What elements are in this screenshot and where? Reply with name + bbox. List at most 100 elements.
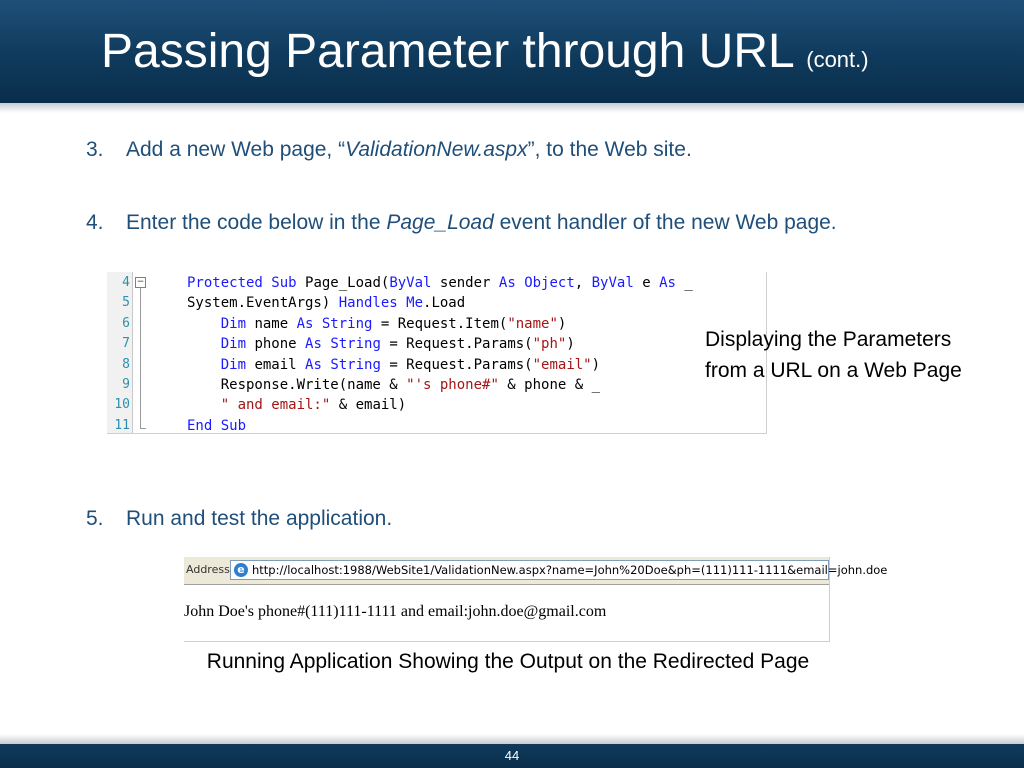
code-caption: Displaying the Parameters from a URL on … (705, 328, 962, 382)
code-token: ) (557, 315, 567, 332)
code-text: Protected Sub Page_Load(ByVal sender As … (187, 273, 693, 293)
code-token (187, 357, 221, 373)
code-token (187, 397, 221, 413)
step-text-end: ”, to the Web site. (527, 138, 692, 161)
line-number: 6 (122, 315, 130, 331)
code-token: ) (566, 336, 575, 353)
code-keyword: End Sub (187, 417, 247, 434)
code-line: 8 Dim email As String = Request.Params("… (107, 355, 766, 375)
code-keyword: As String (305, 356, 381, 373)
line-number: 5 (122, 295, 130, 311)
page-output-text: John Doe's phone#(111)111-1111 and email… (184, 603, 607, 620)
code-text: Dim name As String = Request.Item("name"… (187, 314, 567, 334)
code-text: System.EventArgs) Handles Me.Load (187, 293, 465, 313)
slide-header: Passing Parameter through URL (cont.) (0, 0, 1024, 103)
code-text: Dim email As String = Request.Params("em… (187, 355, 600, 375)
ie-page-icon: e (234, 563, 248, 577)
code-keyword: As String (305, 336, 381, 353)
code-token (187, 336, 221, 352)
line-number: 11 (114, 417, 130, 433)
line-number: 4 (122, 275, 130, 290)
step-4: 4.Enter the code below in the Page_Load … (86, 210, 837, 236)
code-token: email (246, 356, 306, 373)
code-keyword: ByVal (389, 275, 432, 291)
fold-guide-line (140, 288, 141, 428)
step-text: Enter the code below in the (126, 211, 387, 234)
code-keyword: Handles Me (338, 295, 424, 312)
code-token: = Request.Item( (372, 315, 508, 332)
slide-footer: 44 (0, 744, 1024, 768)
code-token: sender (431, 275, 499, 291)
code-token: Response.Write(name & (187, 377, 407, 393)
code-line: 5 System.EventArgs) Handles Me.Load (107, 293, 766, 313)
address-label: Address (186, 563, 230, 576)
page-number: 44 (504, 748, 520, 763)
code-line: 11 End Sub (107, 416, 766, 436)
code-token: = Request.Params( (380, 336, 533, 353)
code-keyword: As String (296, 315, 373, 332)
code-keyword: Dim (220, 356, 247, 373)
step-number: 5. (86, 507, 104, 530)
browser-caption: Running Application Showing the Output o… (206, 650, 810, 673)
collapse-icon: − (135, 277, 146, 288)
footer-divider (0, 734, 1024, 744)
step-text: Run and test the application. (126, 507, 393, 530)
step-number: 4. (86, 211, 104, 234)
code-line: 9 Response.Write(name & "'s phone#" & ph… (107, 375, 766, 395)
code-token: name (246, 315, 297, 332)
code-line: 10 " and email:" & email) (107, 395, 766, 415)
code-keyword: Dim (220, 315, 247, 332)
header-divider (0, 103, 1024, 113)
line-number: 9 (122, 377, 130, 392)
code-token: e (633, 275, 660, 291)
line-number: 8 (122, 356, 130, 372)
code-string: "ph" (532, 336, 567, 353)
code-text: Response.Write(name & "'s phone#" & phon… (187, 375, 600, 395)
code-token: _ (675, 275, 693, 291)
code-token: ) (591, 356, 601, 373)
code-token: .Load (423, 295, 466, 312)
code-keyword: ByVal (591, 275, 634, 291)
code-keyword: As Object (498, 275, 575, 291)
step-italic-handler: Page_Load (386, 211, 494, 234)
code-line: 6 Dim name As String = Request.Item("nam… (107, 314, 766, 334)
code-string: "name" (507, 315, 558, 332)
code-token: phone (246, 336, 306, 353)
step-3: 3. Add a new Web page, “ValidationNew.asp… (86, 137, 692, 163)
fold-end-marker (140, 428, 146, 429)
code-token: & email) (330, 397, 407, 414)
line-number-gutter (107, 272, 133, 433)
address-field[interactable]: e http://localhost:1988/WebSite1/Validat… (230, 560, 888, 580)
code-keyword: Protected Sub (187, 275, 306, 291)
code-text: End Sub (187, 416, 246, 436)
code-string: "'s phone#" (406, 377, 499, 393)
code-string: "email" (532, 356, 592, 373)
slide-title-text: Passing Parameter through URL (101, 25, 793, 78)
code-token (187, 316, 221, 332)
address-url[interactable]: http://localhost:1988/WebSite1/Validatio… (252, 563, 888, 577)
code-token: = Request.Params( (380, 356, 533, 373)
code-line: 7 Dim phone As String = Request.Params("… (107, 334, 766, 354)
code-string: " and email:" (220, 397, 331, 414)
browser-screenshot: Address e http://localhost:1988/WebSite1… (184, 557, 888, 642)
code-token: , (574, 275, 592, 291)
code-keyword: As (659, 275, 676, 291)
code-token: System.EventArgs) (187, 295, 339, 312)
slide-title: Passing Parameter through URL (cont.) (101, 22, 869, 90)
step-italic-filename: ValidationNew.aspx (345, 138, 528, 161)
step-text-end: event handler of the new Web page. (493, 211, 837, 234)
slide-title-suffix: (cont.) (806, 47, 869, 72)
line-number: 10 (114, 397, 130, 413)
line-number: 7 (122, 336, 130, 352)
code-token: Page_Load( (305, 275, 390, 291)
step-number: 3. (86, 138, 104, 161)
step-text: Add a new Web page, “ (126, 138, 346, 161)
address-bar: Address e http://localhost:1988/WebSite1… (184, 557, 888, 585)
code-text: " and email:" & email) (187, 395, 406, 415)
code-keyword: Dim (220, 336, 247, 353)
step-5: 5. Run and test the application. (86, 506, 392, 532)
code-token: & phone & _ (498, 377, 601, 393)
code-text: Dim phone As String = Request.Params("ph… (187, 334, 575, 354)
